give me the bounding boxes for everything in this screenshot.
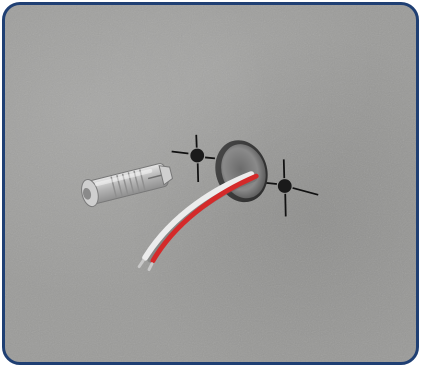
concrete-wall-texture — [5, 5, 415, 362]
installation-illustration-frame — [2, 2, 419, 365]
installation-illustration — [5, 5, 416, 362]
